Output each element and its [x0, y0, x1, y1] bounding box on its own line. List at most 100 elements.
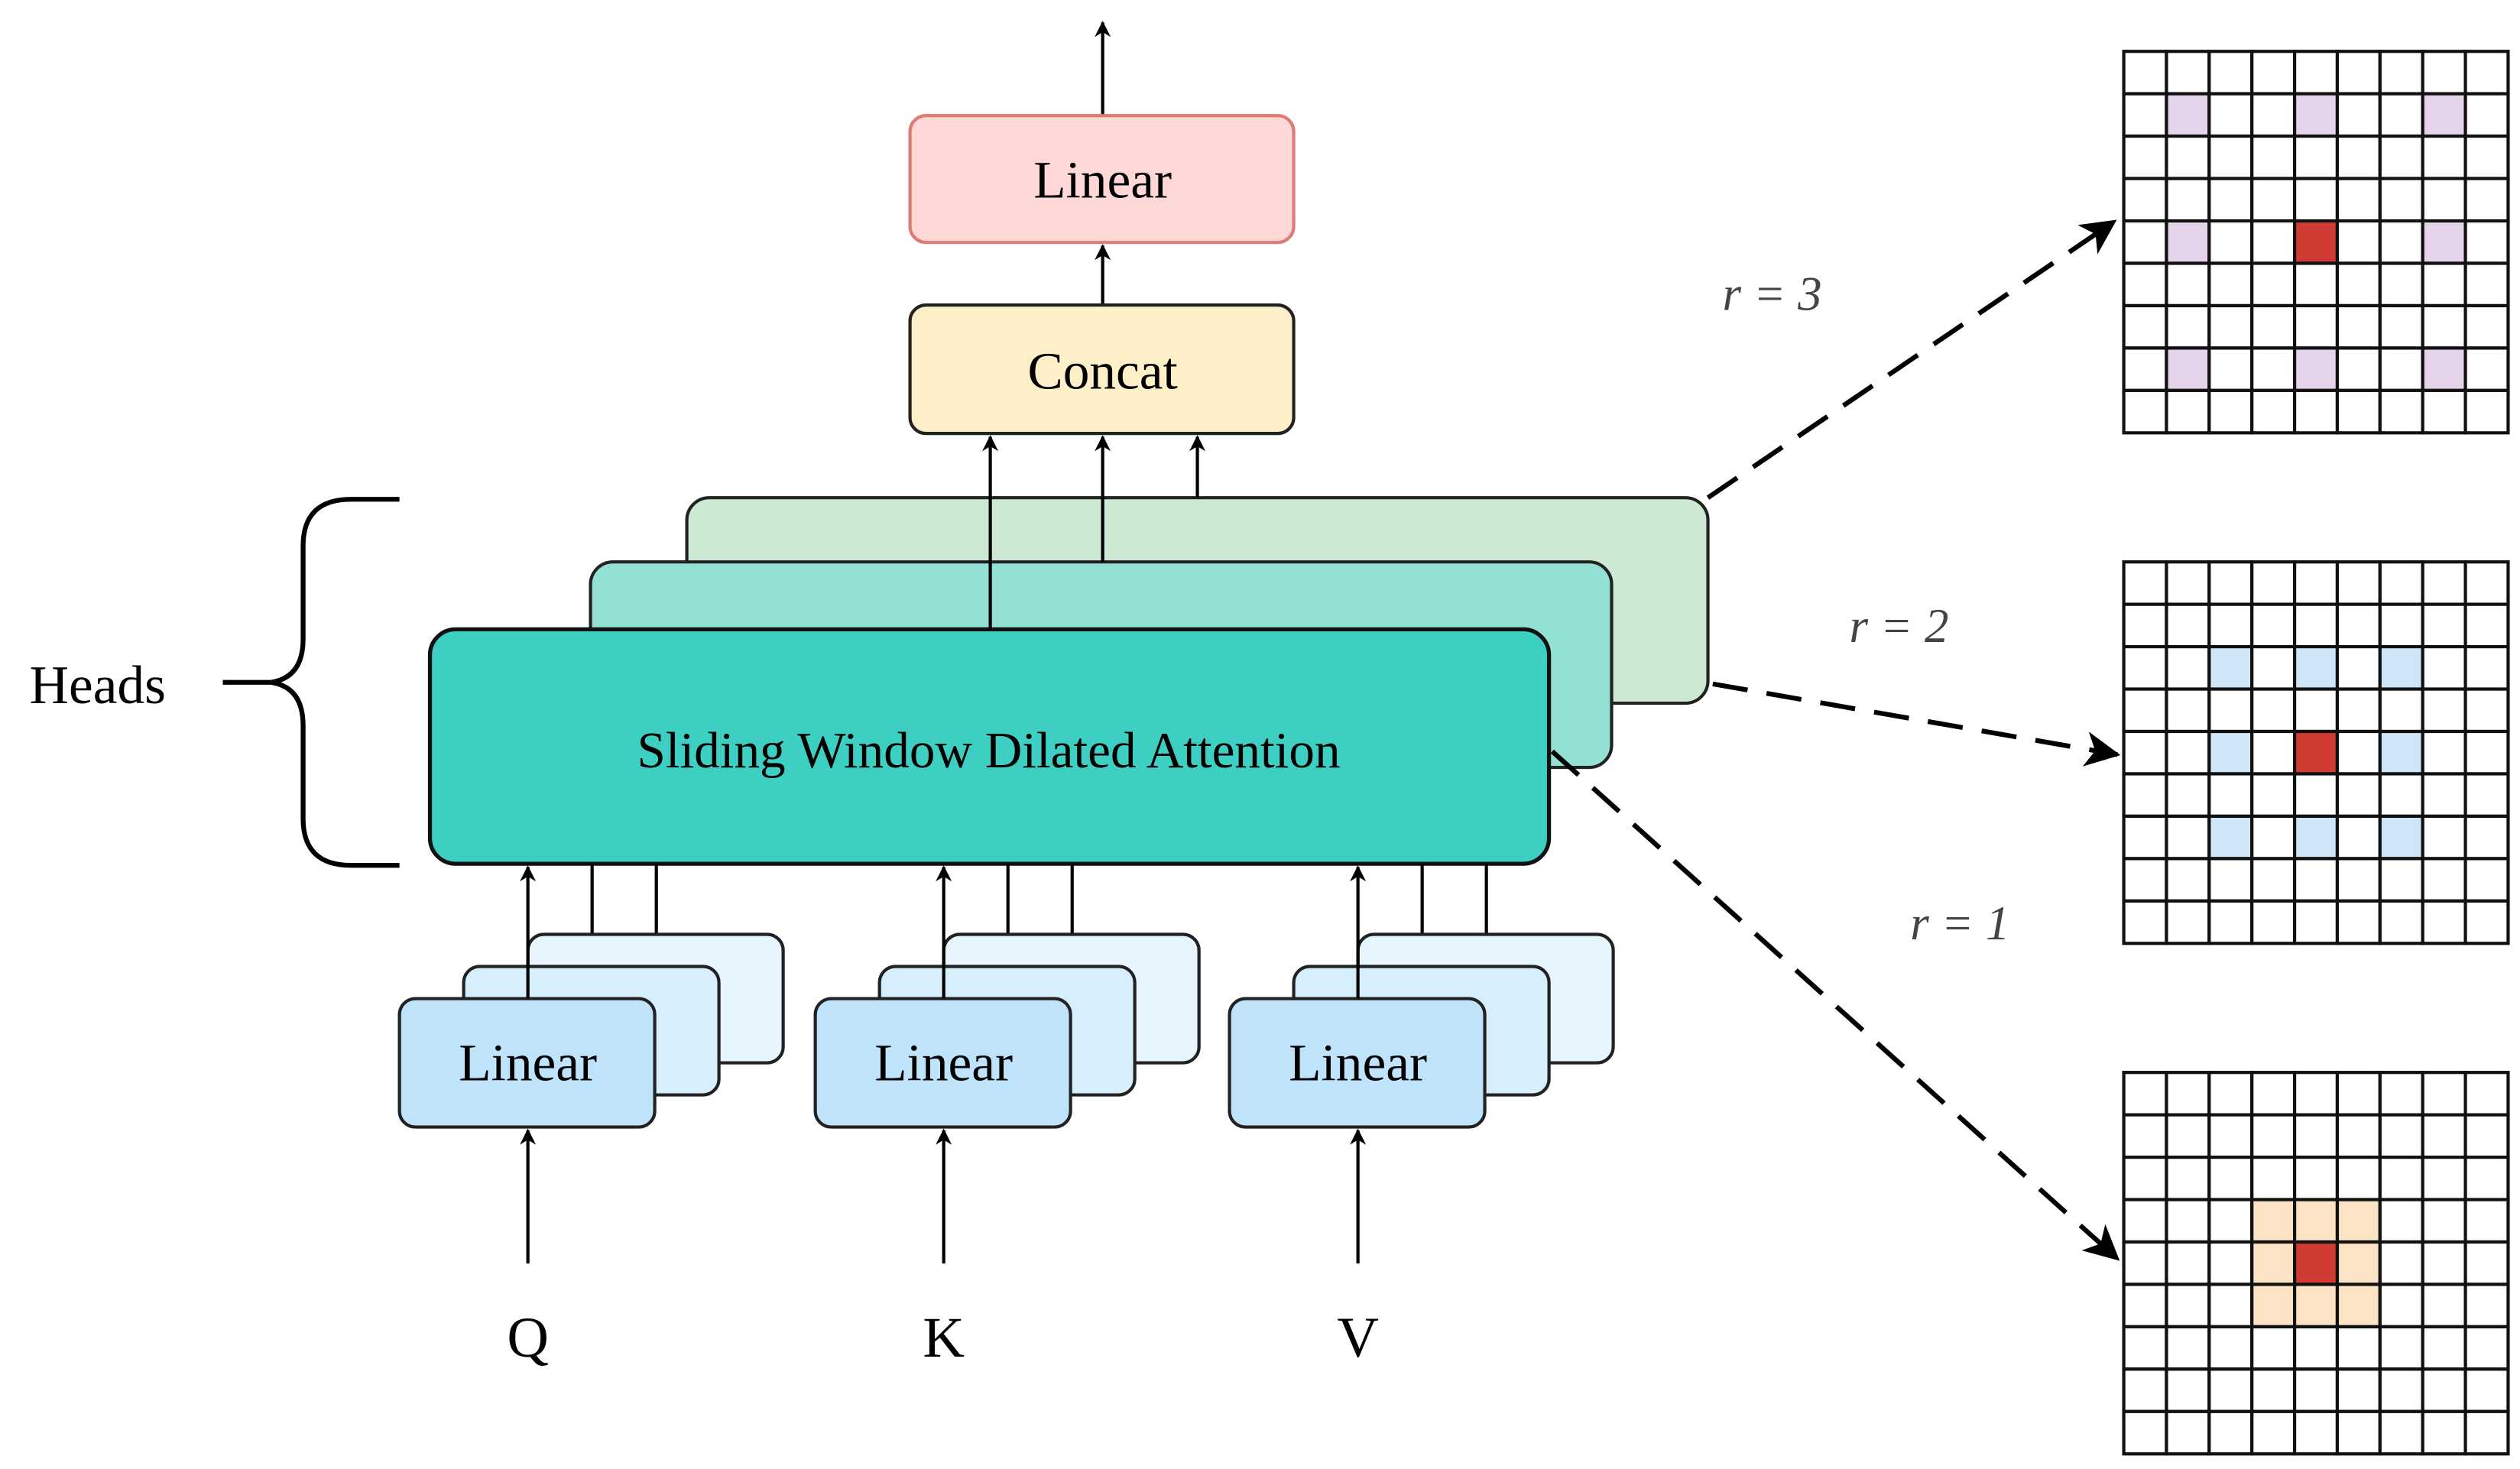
grid-center-cell [2292, 729, 2340, 776]
grid-cell [2122, 729, 2168, 776]
grid-cell [2250, 687, 2297, 734]
grid-cell [2165, 50, 2211, 96]
grid-cell [2378, 261, 2424, 308]
grid-cell [2421, 388, 2467, 435]
grid-cell [2463, 1325, 2510, 1371]
dilation-grid-r2 [2122, 560, 2510, 945]
grid-cell [2335, 1155, 2382, 1201]
grid-cell [2165, 388, 2211, 435]
grid-cell [2250, 1367, 2297, 1413]
grid-cell [2335, 177, 2382, 223]
grid-cell [2165, 1283, 2211, 1328]
grid-cell [2335, 303, 2382, 350]
grid-cell [2292, 261, 2340, 308]
grid-cell [2292, 303, 2340, 350]
grid-cell [2122, 814, 2168, 861]
grid-cell [2122, 560, 2168, 606]
grid-cell [2165, 814, 2211, 861]
grid-dilated-cell [2421, 346, 2467, 392]
grid-cell [2165, 1155, 2211, 1201]
grid-cell [2378, 560, 2424, 606]
grid-cell [2122, 1409, 2168, 1456]
grid-cell [2250, 772, 2297, 819]
grid-cell [2207, 261, 2254, 308]
grid-cell [2463, 1071, 2510, 1117]
grid-cell [2463, 857, 2510, 903]
grid-cell [2122, 1155, 2168, 1201]
grid-cell [2165, 1113, 2211, 1159]
grid-cell [2335, 687, 2382, 734]
grid-cell [2207, 1283, 2254, 1328]
grid-dilated-cell [2292, 92, 2340, 138]
grid-cell [2463, 644, 2510, 691]
grid-cell [2250, 92, 2297, 138]
grid-cell [2122, 1240, 2168, 1286]
grid-cell [2250, 729, 2297, 776]
grid-cell [2122, 857, 2168, 903]
grid-cell [2250, 1325, 2297, 1371]
grid-cell [2463, 135, 2510, 180]
input-label-q: Q [507, 1306, 549, 1370]
grid-cell [2335, 92, 2382, 138]
grid-cell [2335, 814, 2382, 861]
grid-cell [2335, 219, 2382, 265]
grid-cell [2165, 1071, 2211, 1117]
grid-cell [2335, 1113, 2382, 1159]
grid-cell [2463, 1198, 2510, 1244]
grid-dilated-cell [2250, 1283, 2297, 1328]
grid-cell [2165, 687, 2211, 734]
grid-cell [2292, 560, 2340, 606]
grid-cell [2207, 135, 2254, 180]
grid-cell [2335, 899, 2382, 945]
grid-cell [2378, 602, 2424, 649]
grid-cell [2250, 1409, 2297, 1456]
grid-cell [2463, 1283, 2510, 1328]
attention-label: Sliding Window Dilated Attention [637, 722, 1340, 779]
grid-dilated-cell [2421, 92, 2467, 138]
grid-cell [2122, 1283, 2168, 1328]
heads-label: Heads [29, 655, 165, 715]
grid-cell [2421, 1367, 2467, 1413]
grid-cell [2335, 772, 2382, 819]
dashed-arrow-r3 [1706, 219, 2117, 500]
grid-cell [2463, 50, 2510, 96]
grid-cell [2421, 772, 2467, 819]
grid-dilated-cell [2335, 1198, 2382, 1244]
grid-cell [2250, 135, 2297, 180]
grid-cell [2378, 303, 2424, 350]
grid-cell [2122, 261, 2168, 308]
grid-cell [2122, 1325, 2168, 1371]
grid-cell [2292, 1367, 2340, 1413]
grid-cell [2335, 560, 2382, 606]
grid-dilated-cell [2378, 644, 2424, 691]
grid-cell [2335, 602, 2382, 649]
grid-cell [2250, 219, 2297, 265]
grid-cell [2292, 1155, 2340, 1201]
grid-cell [2421, 1409, 2467, 1456]
grid-cell [2463, 346, 2510, 392]
grid-cell [2250, 899, 2297, 945]
grid-cell [2378, 177, 2424, 223]
grid-cell [2292, 857, 2340, 903]
grid-center-cell [2292, 219, 2340, 265]
grid-cell [2292, 602, 2340, 649]
grid-cell [2421, 261, 2467, 308]
grid-cell [2421, 1240, 2467, 1286]
grid-cell [2292, 50, 2340, 96]
grid-dilated-cell [2165, 346, 2211, 392]
grid-cell [2292, 899, 2340, 945]
grid-cell [2378, 1409, 2424, 1456]
grid-cell [2292, 1409, 2340, 1456]
grid-cell [2292, 1113, 2340, 1159]
rate-label-r2: r = 2 [1850, 599, 1949, 653]
grid-cell [2122, 1367, 2168, 1413]
rate-label-r1: r = 1 [1910, 897, 2009, 950]
dashed-arrow-r1 [1550, 749, 2120, 1261]
dilation-grids [2122, 50, 2510, 1456]
grid-cell [2165, 261, 2211, 308]
grid-cell [2421, 1071, 2467, 1117]
grid-cell [2463, 687, 2510, 734]
grid-cell [2250, 1071, 2297, 1117]
